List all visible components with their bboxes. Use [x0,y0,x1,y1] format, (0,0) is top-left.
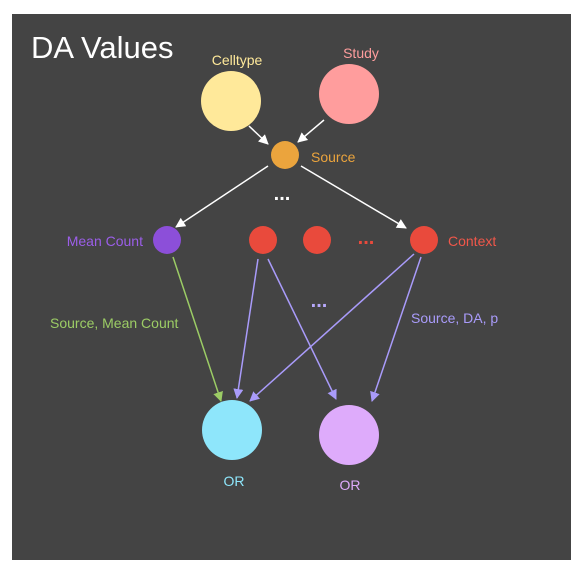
edge-context3-or-left [249,253,415,402]
diagram-panel [12,14,571,560]
edge-context1-or-right [267,258,337,400]
edge-celltype-source [248,125,269,145]
edge-label-source-mean-count: Source, Mean Count [50,315,179,331]
study-label: Study [343,45,379,61]
edge-mean-count-or-left [172,256,223,402]
context-label: Context [448,233,496,249]
edge-context3-or-right [370,256,422,402]
edge-label-source-da-p: Source, DA, p [411,310,498,326]
edge-source-mean-count [175,165,269,228]
edge-study-source [297,119,325,143]
context-node-3 [410,226,438,254]
context-node-1 [249,226,277,254]
mean-count-node [153,226,181,254]
celltype-label: Celltype [212,52,263,68]
diagram-title: DA Values [31,30,173,65]
or-node-right [319,405,379,465]
or-right-label: OR [340,477,361,493]
ellipsis-between-arrows: ... [311,290,328,312]
edge-context1-or-left [233,258,259,399]
ellipsis-middle-top: ... [274,183,291,205]
celltype-node [201,71,261,131]
source-node [271,141,299,169]
edge-source-context [300,165,407,229]
study-node [319,64,379,124]
ellipsis-context-row: ... [358,227,375,249]
or-node-left [202,400,262,460]
or-left-label: OR [224,473,245,489]
mean-count-label: Mean Count [67,233,143,249]
context-node-2 [303,226,331,254]
source-label: Source [311,149,356,165]
